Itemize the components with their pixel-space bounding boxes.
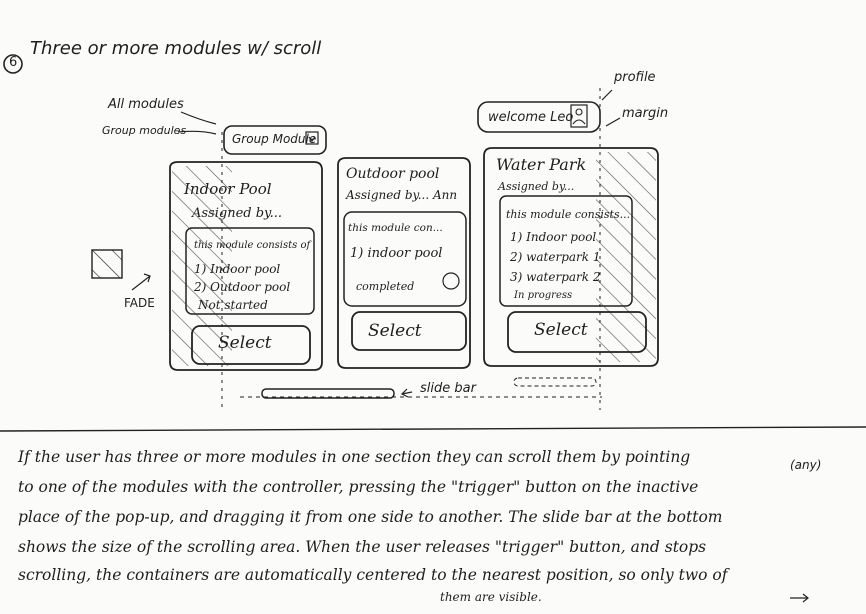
card-assigned: Assigned by... Ann bbox=[346, 188, 458, 202]
page-title: Three or more modules w/ scroll bbox=[30, 38, 322, 59]
card-assigned: Assigned by... bbox=[192, 206, 283, 221]
completed-icon bbox=[442, 272, 460, 290]
card-title: Water Park bbox=[496, 155, 587, 174]
card-assigned: Assigned by... bbox=[498, 180, 575, 193]
profile-button[interactable]: welcome Leo bbox=[488, 110, 574, 125]
group-module-button-shape bbox=[223, 125, 327, 155]
card-right-shape bbox=[483, 147, 659, 367]
description-line: shows the size of the scrolling area. Wh… bbox=[18, 538, 707, 556]
group-module-button[interactable]: Group Module bbox=[232, 132, 317, 146]
card-status: completed bbox=[356, 280, 415, 293]
chevron-down-icon bbox=[305, 131, 319, 145]
select-button[interactable]: Select bbox=[534, 320, 588, 340]
card-description: this module consists of bbox=[194, 240, 311, 251]
fade-swatch bbox=[91, 249, 123, 279]
select-button[interactable]: Select bbox=[368, 321, 422, 341]
card-item: 1) Indoor pool bbox=[510, 230, 597, 244]
section-number-circle bbox=[3, 54, 23, 74]
card-left-shape bbox=[169, 161, 323, 371]
annotation-margin: margin bbox=[622, 106, 669, 121]
card-item: 2) waterpark 1 bbox=[510, 250, 601, 264]
card-item: 2) Outdoor pool bbox=[194, 280, 291, 294]
description-line: place of the pop-up, and dragging it fro… bbox=[18, 508, 723, 526]
profile-icon bbox=[570, 104, 588, 128]
card-title: Indoor Pool bbox=[184, 180, 272, 198]
card-description: this module con... bbox=[348, 222, 443, 234]
description-line: If the user has three or more modules in… bbox=[18, 448, 691, 466]
card-status: In progress bbox=[514, 290, 573, 301]
annotation-profile: profile bbox=[614, 70, 656, 85]
annotation-all-modules: All modules bbox=[108, 97, 184, 112]
description-line: scrolling, the containers are automatica… bbox=[18, 566, 728, 584]
divider-line bbox=[0, 426, 866, 432]
card-description: this module consists... bbox=[506, 208, 631, 221]
annotation-fade: FADE bbox=[124, 296, 155, 310]
card-item: 1) Indoor pool bbox=[194, 262, 281, 276]
section-number: 6 bbox=[9, 55, 18, 70]
card-item: 1) indoor pool bbox=[350, 246, 443, 261]
profile-button-shape bbox=[477, 101, 601, 133]
card-status: Not started bbox=[198, 298, 268, 312]
description-line: them are visible. bbox=[440, 590, 542, 604]
slide-bar-shape bbox=[240, 377, 602, 399]
card-title: Outdoor pool bbox=[346, 166, 440, 182]
select-button[interactable]: Select bbox=[218, 333, 272, 353]
card-middle-shape bbox=[337, 157, 471, 369]
annotation-group-modules: Group modules bbox=[102, 124, 187, 137]
description-note: (any) bbox=[790, 458, 822, 472]
card-item: 3) waterpark 2 bbox=[510, 270, 601, 284]
description-line: to one of the modules with the controlle… bbox=[18, 478, 699, 496]
annotation-slide-bar: slide bar bbox=[420, 381, 476, 396]
